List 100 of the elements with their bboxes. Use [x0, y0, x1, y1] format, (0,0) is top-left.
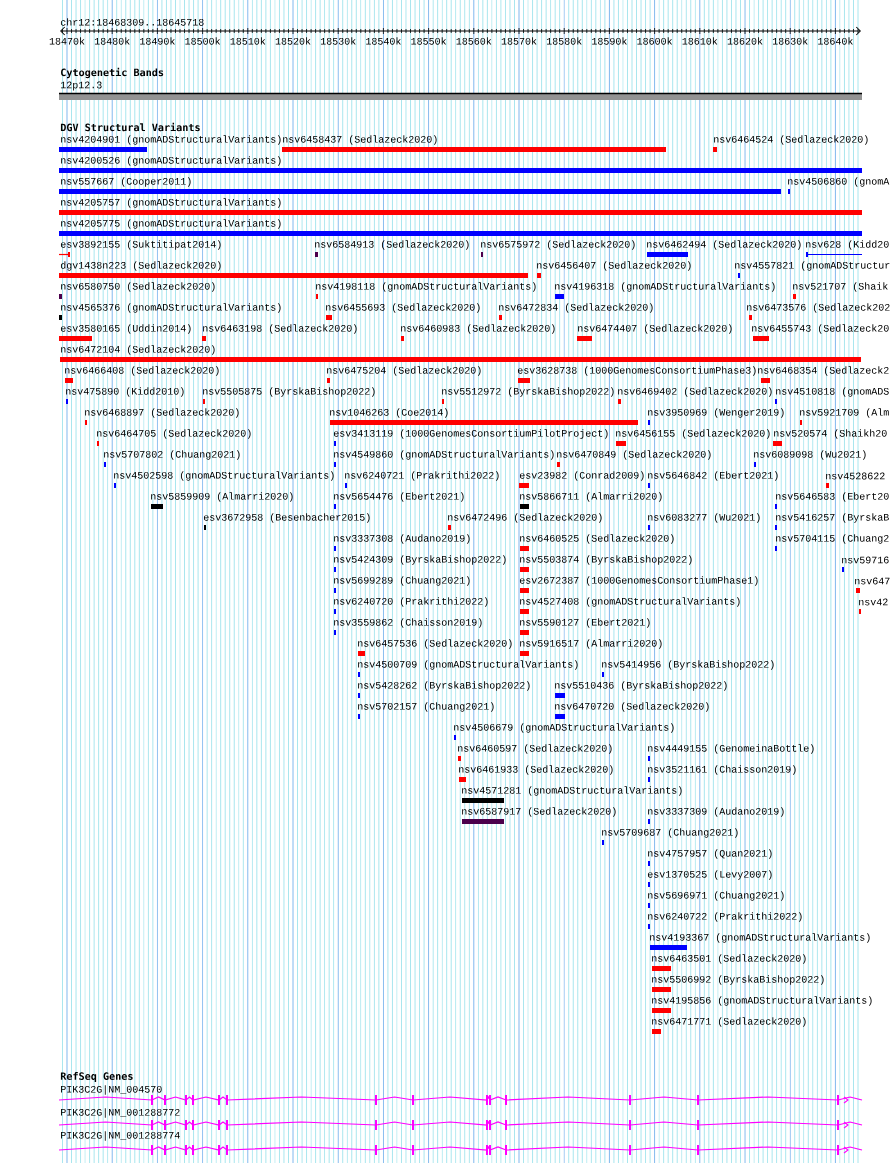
variant-label: nsv4204901 (gnomADStructuralVariants)	[61, 135, 281, 145]
variant-label: nsv5424309 (ByrskaBishop2022)	[334, 555, 506, 565]
variant-label: nsv4198118 (gnomADStructuralVariants)	[316, 282, 536, 292]
variant-label: nsv6587917 (Sedlazeck2020)	[462, 807, 616, 817]
variant-label: nsv6470849 (Sedlazeck2020)	[557, 450, 711, 460]
variant-label: nsv5702157 (Chuang2021)	[358, 702, 494, 712]
variant-label: esv3628738 (1000GenomesConsortiumPhase3)	[517, 366, 756, 376]
variant-label: nsv6580750 (Sedlazeck2020)	[61, 282, 215, 292]
variant-label: nsv3337309 (Audano2019)	[648, 807, 784, 817]
variant-label: nsv6471771 (Sedlazeck2020)	[652, 1017, 806, 1027]
variant-label: nsv557667 (Cooper2011)	[61, 177, 191, 187]
variant-label: nsv6457536 (Sedlazeck2020)	[358, 639, 512, 649]
variant-label: nsv4557821 (gnomADStructur	[735, 261, 890, 271]
variant-label: nsv5696971 (Chuang2021)	[648, 891, 784, 901]
variant-label: nsv6575972 (Sedlazeck2020)	[481, 240, 635, 250]
variant-label: nsv4500709 (gnomADStructuralVariants)	[358, 660, 578, 670]
variant-label: nsv6460525 (Sedlazeck2020)	[520, 534, 674, 544]
variant-label: nsv5428262 (ByrskaBishop2022)	[358, 681, 530, 691]
variant-label: esv3672958 (Besenbacher2015)	[203, 513, 370, 523]
track-title: DGV Structural Variants	[60, 122, 200, 132]
variant-label: nsv4506679 (gnomADStructuralVariants)	[454, 723, 674, 733]
tick-label: 18540k	[366, 37, 401, 45]
variant-label: nsv6240722 (Prakrithi2022)	[648, 912, 802, 922]
variant-label: nsv6472104 (Sedlazeck2020)	[61, 345, 215, 355]
variant-label: nsv6473576 (Sedlazeck202	[747, 303, 890, 313]
variant-label: nsv5699289 (Chuang2021)	[334, 576, 470, 586]
variant-label: nsv6456407 (Sedlazeck2020)	[537, 261, 691, 271]
variant-label: nsv6462494 (Sedlazeck2020)	[647, 240, 801, 250]
variant-label: nsv6240721 (Prakrithi2022)	[345, 471, 499, 481]
variant-label: nsv6083277 (Wu2021)	[648, 513, 760, 523]
tick-label: 18560k	[456, 37, 492, 45]
tick-label: 18610k	[682, 37, 718, 45]
variant-label: nsv4193367 (gnomADStructuralVariants)	[650, 933, 870, 943]
variant-label: esv2672387 (1000GenomesConsortiumPhase1)	[519, 576, 758, 586]
variant-label: nsv5510436 (ByrskaBishop2022)	[555, 681, 727, 691]
variant-label: nsv6464705 (Sedlazeck2020)	[97, 429, 251, 439]
variant-label: nsv1046263 (Coe2014)	[330, 408, 448, 418]
tick-label: 18480k	[94, 37, 130, 45]
variant-label: nsv4510818 (gnomADS	[776, 387, 889, 397]
tick-label: 18640k	[818, 37, 853, 45]
variant-label: nsv5709687 (Chuang2021)	[602, 828, 738, 838]
variant-label: nsv42	[859, 598, 888, 606]
tick-label: 18500k	[185, 37, 221, 45]
variant-label: nsv5506992 (ByrskaBishop2022)	[652, 975, 824, 985]
variant-label: esv3580165 (Uddin2014)	[60, 324, 191, 334]
variant-label: nsv6463198 (Sedlazeck2020)	[203, 324, 357, 334]
variant-label: nsv6458437 (Sedlazeck2020)	[283, 135, 437, 145]
tick-label: 18470k	[49, 37, 85, 45]
tick-label: 18490k	[140, 37, 175, 45]
variant-label: nsv520574 (Shaikh20	[774, 429, 887, 439]
variant-label: nsv4502598 (gnomADStructuralVariants)	[114, 471, 334, 481]
variant-label: nsv59716	[842, 556, 889, 564]
variant-label: nsv6460983 (Sedlazeck2020)	[401, 324, 555, 334]
variant-label: nsv6240720 (Prakrithi2022)	[334, 597, 488, 607]
variant-label: nsv5505875 (ByrskaBishop2022)	[203, 387, 375, 397]
variant-label: nsv5859909 (Almarri2020)	[151, 492, 293, 502]
variant-label: nsv4200526 (gnomADStructuralVariants)	[61, 156, 281, 166]
variant-label: nsv6461933 (Sedlazeck2020)	[459, 765, 613, 775]
variant-label: nsv4757957 (Quan2021)	[648, 849, 772, 859]
variant-label: nsv6472834 (Sedlazeck2020)	[499, 303, 653, 313]
variant-label: nsv3950969 (Wenger2019)	[648, 408, 784, 418]
variant-label: nsv4571281 (gnomADStructuralVariants)	[462, 786, 682, 796]
variant-label: nsv5503874 (ByrskaBishop2022)	[520, 555, 692, 565]
variant-label: nsv5512972 (ByrskaBishop2022)	[442, 387, 614, 397]
variant-label: nsv5704115 (Chuang2	[776, 534, 889, 544]
variant-label: nsv6466408 (Sedlazeck2020)	[65, 366, 219, 376]
tick-label: 18520k	[275, 37, 311, 45]
variant-label: nsv475890 (Kidd2010)	[66, 387, 184, 397]
variant-label: nsv6463501 (Sedlazeck2020)	[652, 954, 806, 964]
variant-label: nsv6455693 (Sedlazeck2020)	[326, 303, 480, 313]
variant-label: esv1370525 (Levy2007)	[647, 870, 772, 880]
variant-label: dgv1438n223 (Sedlazeck2020)	[60, 261, 221, 271]
variant-label: nsv3521161 (Chaisson2019)	[648, 765, 796, 775]
variant-label: esv3413119 (1000GenomesConsortiumPilotProject)	[333, 429, 608, 439]
variant-label: nsv6464524 (Sedlazeck2020)	[714, 135, 868, 145]
variant-label: nsv4506860 (gnomA	[788, 177, 890, 187]
variant-label: nsv4565376 (gnomADStructuralVariants)	[61, 303, 281, 313]
gene-label: PIK3C2G|NM_001288774	[61, 1131, 180, 1141]
variant-label: nsv5646583 (Ebert20	[776, 492, 889, 502]
tick-label: 18620k	[727, 37, 763, 45]
variant-label: nsv4449155 (GenomeinaBottle)	[648, 744, 814, 754]
variant-label: nsv4528622	[826, 472, 885, 480]
variant-label: nsv5707802 (Chuang2021)	[104, 450, 240, 460]
variant-label: nsv628 (Kidd20	[806, 240, 889, 250]
variant-label: nsv4195856 (gnomADStructuralVariants)	[652, 996, 872, 1006]
variant-label: nsv6584913 (Sedlazeck2020)	[315, 240, 469, 250]
tick-label: 18550k	[411, 37, 447, 45]
variant-label: nsv4549860 (gnomADStructuralVariants)	[334, 450, 554, 460]
track-title: RefSeq Genes	[60, 1072, 133, 1082]
variant-label: nsv4527408 (gnomADStructuralVariants)	[520, 597, 740, 607]
variant-label: nsv5921709 (Alm	[800, 408, 889, 418]
tick-label: 18530k	[320, 37, 356, 45]
variant-label: nsv6460597 (Sedlazeck2020)	[458, 744, 612, 754]
variant-label: nsv6089098 (Wu2021)	[754, 450, 866, 460]
variant-label: nsv4205757 (gnomADStructuralVariants)	[61, 198, 281, 208]
variant-label: nsv5414956 (ByrskaBishop2022)	[602, 660, 774, 670]
track-title: Cytogenetic Bands	[61, 67, 164, 79]
band-label: 12p12.3	[61, 81, 102, 91]
variant-label: nsv6468897 (Sedlazeck2020)	[85, 408, 239, 418]
variant-label: nsv6470720 (Sedlazeck2020)	[555, 702, 709, 712]
